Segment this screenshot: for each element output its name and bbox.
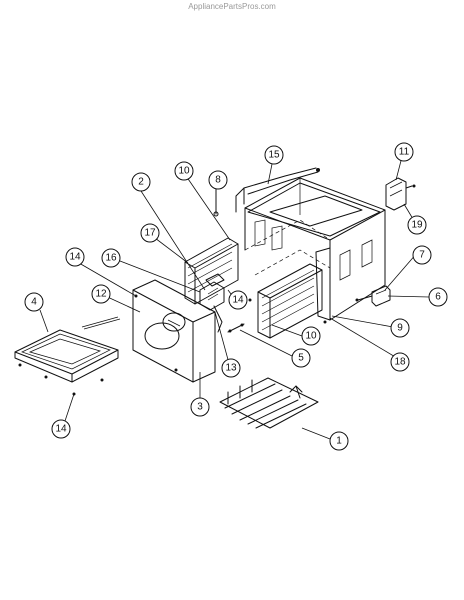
callout-2: 2	[131, 172, 151, 192]
callout-label-15: 15	[268, 150, 280, 161]
switch-assembly	[385, 177, 416, 211]
callout-label-17: 17	[144, 228, 156, 239]
callout-16: 16	[101, 248, 121, 268]
callout-10-lower: 10	[301, 326, 321, 346]
relay-bracket	[355, 285, 391, 307]
callout-7: 7	[412, 245, 432, 265]
callout-label-10-upper: 10	[178, 166, 190, 177]
oven-cavity	[244, 177, 386, 321]
callout-label-3: 3	[197, 402, 203, 413]
callout-17: 17	[140, 223, 160, 243]
bake-element	[219, 377, 319, 429]
callout-label-11: 11	[399, 147, 410, 158]
callout-19: 19	[407, 215, 427, 235]
callout-15: 15	[264, 145, 284, 165]
oven-door	[14, 316, 121, 396]
callout-label-7: 7	[419, 250, 425, 261]
callout-label-4: 4	[31, 297, 37, 308]
callout-label-14-left: 14	[69, 252, 81, 263]
callout-label-16: 16	[105, 253, 117, 264]
callout-label-5: 5	[298, 353, 304, 364]
oven-rack-right	[257, 263, 323, 339]
callout-label-14-bottom: 14	[55, 424, 67, 435]
callout-18: 18	[390, 352, 410, 372]
callout-label-9: 9	[397, 323, 403, 334]
callout-label-10-lower: 10	[305, 331, 317, 342]
callout-6: 6	[428, 287, 448, 307]
callout-12: 12	[91, 284, 111, 304]
callout-9: 9	[390, 318, 410, 338]
callout-label-14-middle: 14	[232, 295, 244, 306]
callout-label-1: 1	[336, 436, 342, 447]
rear-panel	[132, 279, 216, 383]
callout-label-8: 8	[215, 175, 221, 186]
callout-label-2: 2	[138, 177, 144, 188]
callout-5: 5	[291, 348, 311, 368]
callout-10-upper: 10	[174, 161, 194, 181]
callout-4: 4	[24, 292, 44, 312]
callout-11: 11	[394, 142, 414, 162]
convection-fan-motor	[199, 273, 225, 333]
callout-label-19: 19	[411, 220, 423, 231]
callout-3: 3	[190, 397, 210, 417]
callout-label-6: 6	[435, 292, 441, 303]
callout-label-12: 12	[95, 289, 107, 300]
callout-1: 1	[329, 431, 349, 451]
callout-label-13: 13	[225, 363, 237, 374]
watermark-text: AppliancePartsPros.com	[188, 2, 276, 11]
oven-rack-left	[184, 237, 239, 305]
callout-14-middle: 14	[228, 290, 248, 310]
temperature-sensor	[213, 187, 219, 217]
callout-8: 8	[208, 170, 228, 190]
callout-label-18: 18	[394, 357, 406, 368]
callout-14-left: 14	[65, 247, 85, 267]
leader-lines	[39, 152, 430, 440]
callout-13: 13	[221, 358, 241, 378]
callout-14-bottom: 14	[51, 419, 71, 439]
wiring-harness	[235, 167, 320, 213]
hardware-fasteners	[134, 294, 327, 372]
